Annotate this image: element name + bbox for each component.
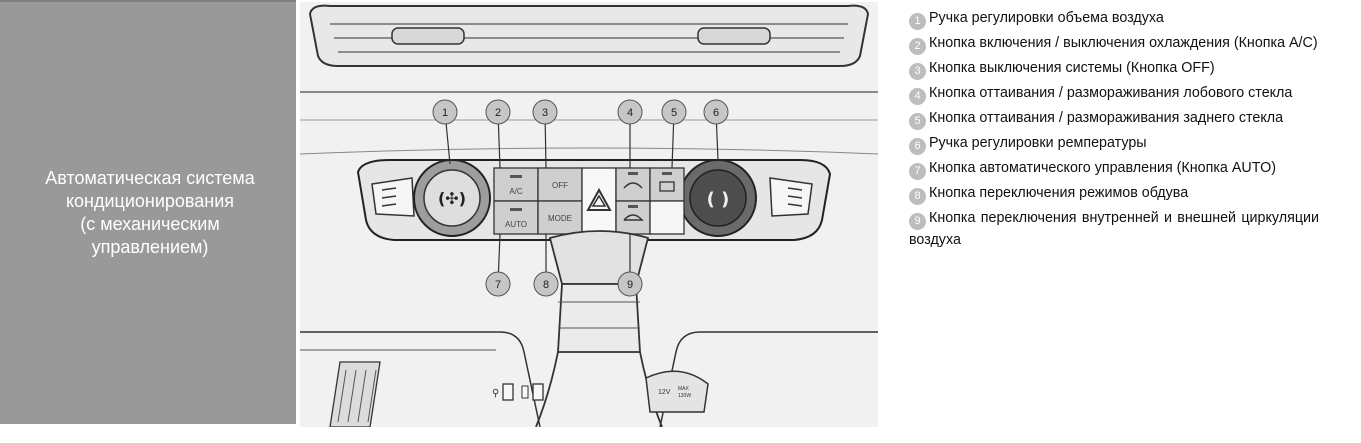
callout-number: 3 [542, 107, 548, 119]
svg-text:MAX: MAX [678, 386, 690, 392]
callout-number: 1 [442, 107, 448, 119]
legend-text: Кнопка переключения режимов обдува [929, 185, 1189, 201]
mode-label: MODE [548, 214, 572, 223]
off-label: OFF [552, 181, 568, 190]
legend-number-badge: 4 [909, 88, 926, 105]
callout-number: 6 [713, 107, 719, 119]
legend-text: Кнопка оттаивания / размораживания задне… [929, 110, 1284, 126]
section-label-panel: Автоматическая система кондиционирования… [0, 0, 296, 424]
legend-text: Кнопка выключения системы (Кнопка OFF) [929, 60, 1215, 76]
callout-marker [532, 99, 558, 125]
section-title: Автоматическая система кондиционирования… [14, 167, 286, 259]
svg-text:⚲: ⚲ [492, 388, 499, 399]
callout-number: 5 [671, 107, 677, 119]
legend-text: Кнопка переключения внутренней и внешней… [909, 210, 1319, 248]
legend-number-badge: 9 [909, 213, 926, 230]
legend-number-badge: 3 [909, 63, 926, 80]
temperature-knob: ( ) [679, 159, 757, 237]
callout-number: 8 [543, 279, 549, 291]
section-title-line: управлением) [91, 237, 209, 257]
callout-marker [617, 99, 643, 125]
legend-number-badge: 2 [909, 38, 926, 55]
legend-number-badge: 8 [909, 188, 926, 205]
section-title-line: Автоматическая система [45, 168, 255, 188]
section-title-line: кондиционирования [65, 191, 235, 211]
legend-number-badge: 1 [909, 13, 926, 30]
callout-number: 2 [495, 107, 501, 119]
top-air-vent [308, 4, 870, 67]
legend-text: Ручка регулировки ремпературы [929, 135, 1147, 151]
svg-text:120W: 120W [678, 393, 691, 399]
callout-marker [485, 99, 511, 125]
section-title-line: (с механическим [80, 214, 220, 234]
callout-marker [703, 99, 729, 125]
left-trim [329, 361, 381, 427]
legend-number-badge: 5 [909, 113, 926, 130]
callout-number: 7 [495, 279, 501, 291]
callout-marker [661, 99, 687, 125]
svg-text:(✣): (✣) [438, 189, 466, 208]
callout-marker [617, 271, 643, 297]
callout-marker [533, 271, 559, 297]
gear-shifter [535, 230, 663, 427]
legend-text: Кнопка автоматического управления (Кнопк… [929, 160, 1277, 176]
callouts: 1 2 3 4 5 6 7 8 9 [432, 99, 729, 297]
right-button-block [615, 167, 685, 235]
callout-marker [432, 99, 458, 125]
legend-text: Ручка регулировки объема воздуха [929, 10, 1164, 26]
hazard-button [581, 167, 617, 235]
fan-knob: (✣) [413, 159, 491, 237]
callout-marker [485, 271, 511, 297]
ac-label: A/C [509, 187, 523, 196]
legend-text: Кнопка включения / выключения охлаждения… [929, 35, 1318, 51]
auto-label: AUTO [505, 220, 527, 229]
power-socket: 12V MAX 120W [645, 370, 709, 413]
usb-ports: ⚲ [492, 383, 544, 401]
left-button-block: A/C OFF AUTO MODE [493, 167, 583, 235]
socket-voltage-label: 12V [658, 389, 671, 396]
callout-number: 9 [627, 279, 633, 291]
legend-text: Кнопка оттаивания / размораживания лобов… [929, 85, 1293, 101]
callout-number: 4 [627, 107, 633, 119]
legend-number-badge: 7 [909, 163, 926, 180]
climate-panel-illustration: (✣) ( ) A/C OFF AUTO MODE [300, 2, 878, 427]
svg-text:( ): ( ) [707, 189, 730, 210]
legend-number-badge: 6 [909, 138, 926, 155]
climate-panel-drawing: (✣) ( ) A/C OFF AUTO MODE [300, 4, 878, 427]
